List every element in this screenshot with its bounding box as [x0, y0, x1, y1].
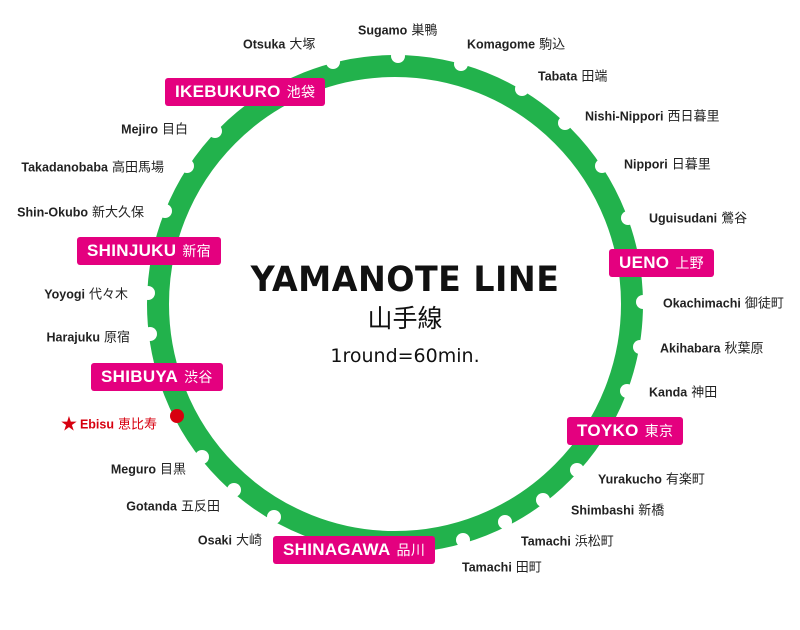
station-dot-yurakucho[interactable] — [570, 463, 584, 477]
station-dot-komagome[interactable] — [454, 57, 468, 71]
badge-jp: 池袋 — [286, 85, 316, 101]
station-dot-ebisu[interactable] — [170, 409, 184, 423]
station-dot-osaki[interactable] — [267, 510, 281, 524]
badge-en: SHIBUYA — [101, 367, 179, 386]
station-dot-mejiro[interactable] — [208, 124, 222, 138]
title-en: YAMANOTE LINE — [250, 260, 560, 300]
station-badge-shibuya[interactable]: SHIBUYA 渋谷 — [91, 363, 223, 391]
station-dot-nippori[interactable] — [595, 159, 609, 173]
badge-en: TOYKO — [577, 421, 639, 440]
badge-jp: 東京 — [644, 424, 674, 440]
badge-en: IKEBUKURO — [175, 82, 281, 101]
badge-jp: 上野 — [675, 256, 704, 272]
badge-jp: 渋谷 — [184, 370, 213, 386]
station-dot-kanda[interactable] — [620, 384, 634, 398]
station-badge-ueno[interactable]: UENO 上野 — [609, 249, 714, 277]
badge-jp: 品川 — [396, 543, 426, 559]
badge-jp: 新宿 — [182, 244, 211, 260]
station-dot-takadanobaba[interactable] — [180, 159, 194, 173]
badge-en: SHINAGAWA — [283, 540, 391, 559]
station-dot-akihabara[interactable] — [633, 340, 647, 354]
station-dot-hamamatsucho[interactable] — [498, 515, 512, 529]
station-dot-tabata[interactable] — [515, 82, 529, 96]
station-badge-tokyo[interactable]: TOYKO 東京 — [567, 417, 684, 445]
title-jp: 山手線 — [367, 304, 443, 333]
station-dot-shinokubo[interactable] — [158, 204, 172, 218]
station-dot-uguisudani[interactable] — [621, 211, 635, 225]
map-title: YAMANOTE LINE 山手線 1round=60min. — [240, 258, 570, 376]
station-dot-okachimachi[interactable] — [636, 295, 650, 309]
station-dot-tamachi[interactable] — [456, 533, 470, 547]
station-dot-shimbashi[interactable] — [536, 493, 550, 507]
station-dot-otsuka[interactable] — [326, 55, 340, 69]
title-subtitle: 1round=60min. — [330, 345, 480, 367]
star-icon: ★ — [60, 413, 78, 436]
station-dot-yoyogi[interactable] — [141, 286, 155, 300]
station-dot-meguro[interactable] — [195, 450, 209, 464]
badge-en: UENO — [619, 253, 670, 272]
badge-en: SHINJUKU — [87, 241, 177, 260]
station-badge-ikebukuro[interactable]: IKEBUKURO 池袋 — [165, 78, 326, 106]
station-dot-gotanda[interactable] — [227, 483, 241, 497]
station-dot-harajuku[interactable] — [143, 327, 157, 341]
station-dot-sugamo[interactable] — [391, 49, 405, 63]
station-badge-shinjuku[interactable]: SHINJUKU 新宿 — [77, 237, 221, 265]
station-badge-shinagawa[interactable]: SHINAGAWA 品川 — [273, 536, 436, 564]
station-dot-nishinippori[interactable] — [558, 116, 572, 130]
